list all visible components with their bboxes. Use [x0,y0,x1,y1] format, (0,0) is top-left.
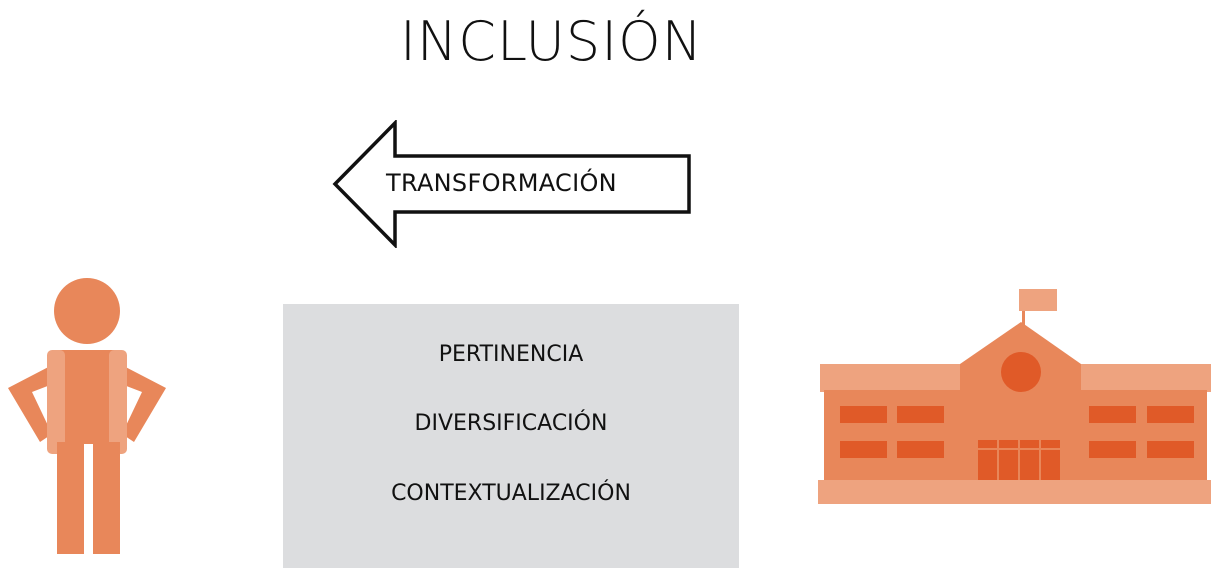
concept-item: PERTINENCIA [438,342,584,367]
concept-item: CONTEXTUALIZACIÓN [391,481,631,506]
concept-item: DIVERSIFICACIÓN [414,411,608,436]
student-icon [8,278,166,554]
school-building-icon [818,289,1211,504]
arrow-label: TRANSFORMACIÓN [386,169,617,197]
concepts-panel: PERTINENCIA DIVERSIFICACIÓN CONTEXTUALIZ… [283,304,739,568]
left-arrow-icon [332,120,691,248]
transformation-arrow: TRANSFORMACIÓN [330,120,692,248]
diagram-title: INCLUSIÓN [399,10,704,73]
